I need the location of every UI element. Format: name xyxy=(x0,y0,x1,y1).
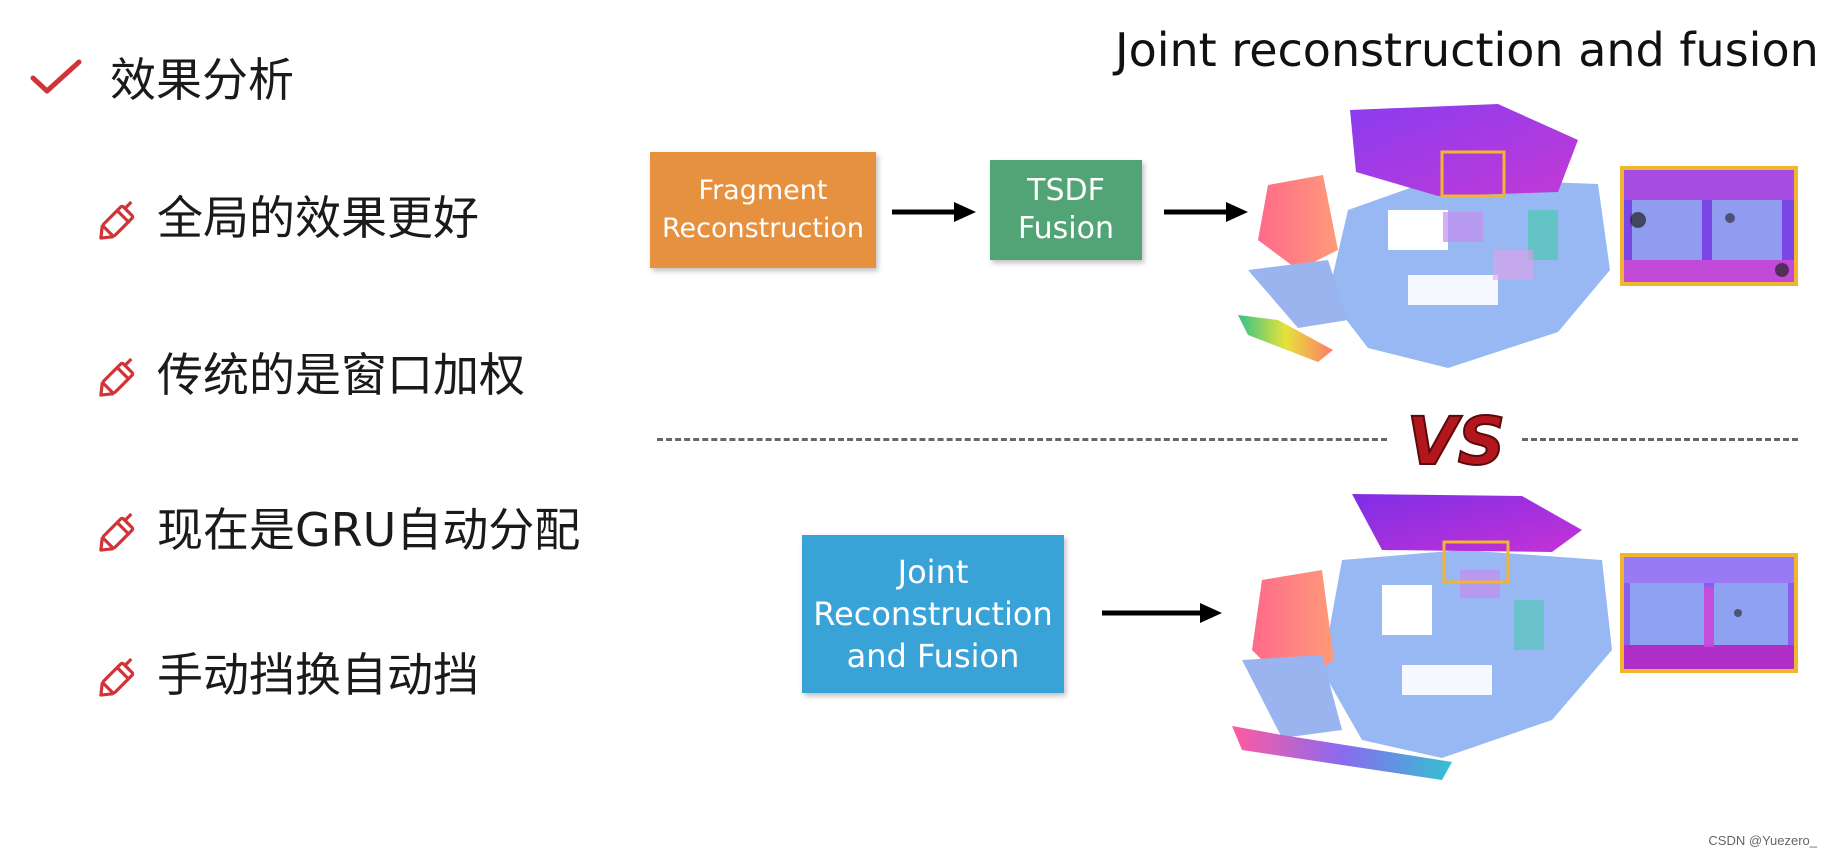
box-label-line: Fragment xyxy=(698,175,828,206)
arrow-right-icon xyxy=(892,202,976,222)
pencil-icon xyxy=(99,512,135,552)
zoomed-detail-image xyxy=(1624,557,1794,669)
separator-line xyxy=(657,438,1387,441)
separator-line xyxy=(1522,438,1798,441)
pencil-icon xyxy=(99,357,135,397)
bullet-text: 现在是GRU自动分配 xyxy=(157,503,581,557)
pencil-icon xyxy=(99,657,135,697)
watermark: CSDN @Yuezero_ xyxy=(1708,833,1817,848)
zoom-inset-tsdf xyxy=(1620,166,1798,286)
box-label-line: Joint xyxy=(897,553,969,591)
vs-label: VS xyxy=(1406,402,1507,480)
tsdf-fusion-box: TSDF Fusion xyxy=(990,160,1142,260)
pencil-icon xyxy=(99,200,135,240)
bullet-text: 手动挡换自动挡 xyxy=(157,648,479,702)
box-label-line: Reconstruction xyxy=(661,213,865,244)
zoom-inset-joint xyxy=(1620,553,1798,673)
vs-text: VS xyxy=(1407,403,1506,480)
joint-reconstruction-box: Joint Reconstruction and Fusion xyxy=(802,535,1064,693)
bullet-text: 全局的效果更好 xyxy=(157,191,479,245)
box-label-line: and Fusion xyxy=(846,637,1020,675)
zoomed-detail-image xyxy=(1624,170,1794,282)
arrow-right-icon xyxy=(1164,202,1248,222)
diagram-title: Joint reconstruction and fusion xyxy=(1115,23,1819,77)
box-label-line: Fusion xyxy=(1018,211,1114,246)
section-heading: 效果分析 xyxy=(110,53,294,107)
tsdf-reconstruction-image xyxy=(1238,104,1610,368)
joint-reconstruction-image xyxy=(1232,494,1612,780)
arrow-right-icon xyxy=(1102,603,1222,623)
box-label-line: Reconstruction xyxy=(813,595,1053,633)
fragment-reconstruction-box: Fragment Reconstruction xyxy=(650,152,876,268)
box-label-line: TSDF xyxy=(1027,173,1105,208)
check-icon xyxy=(30,59,82,94)
bullet-text: 传统的是窗口加权 xyxy=(157,348,525,402)
